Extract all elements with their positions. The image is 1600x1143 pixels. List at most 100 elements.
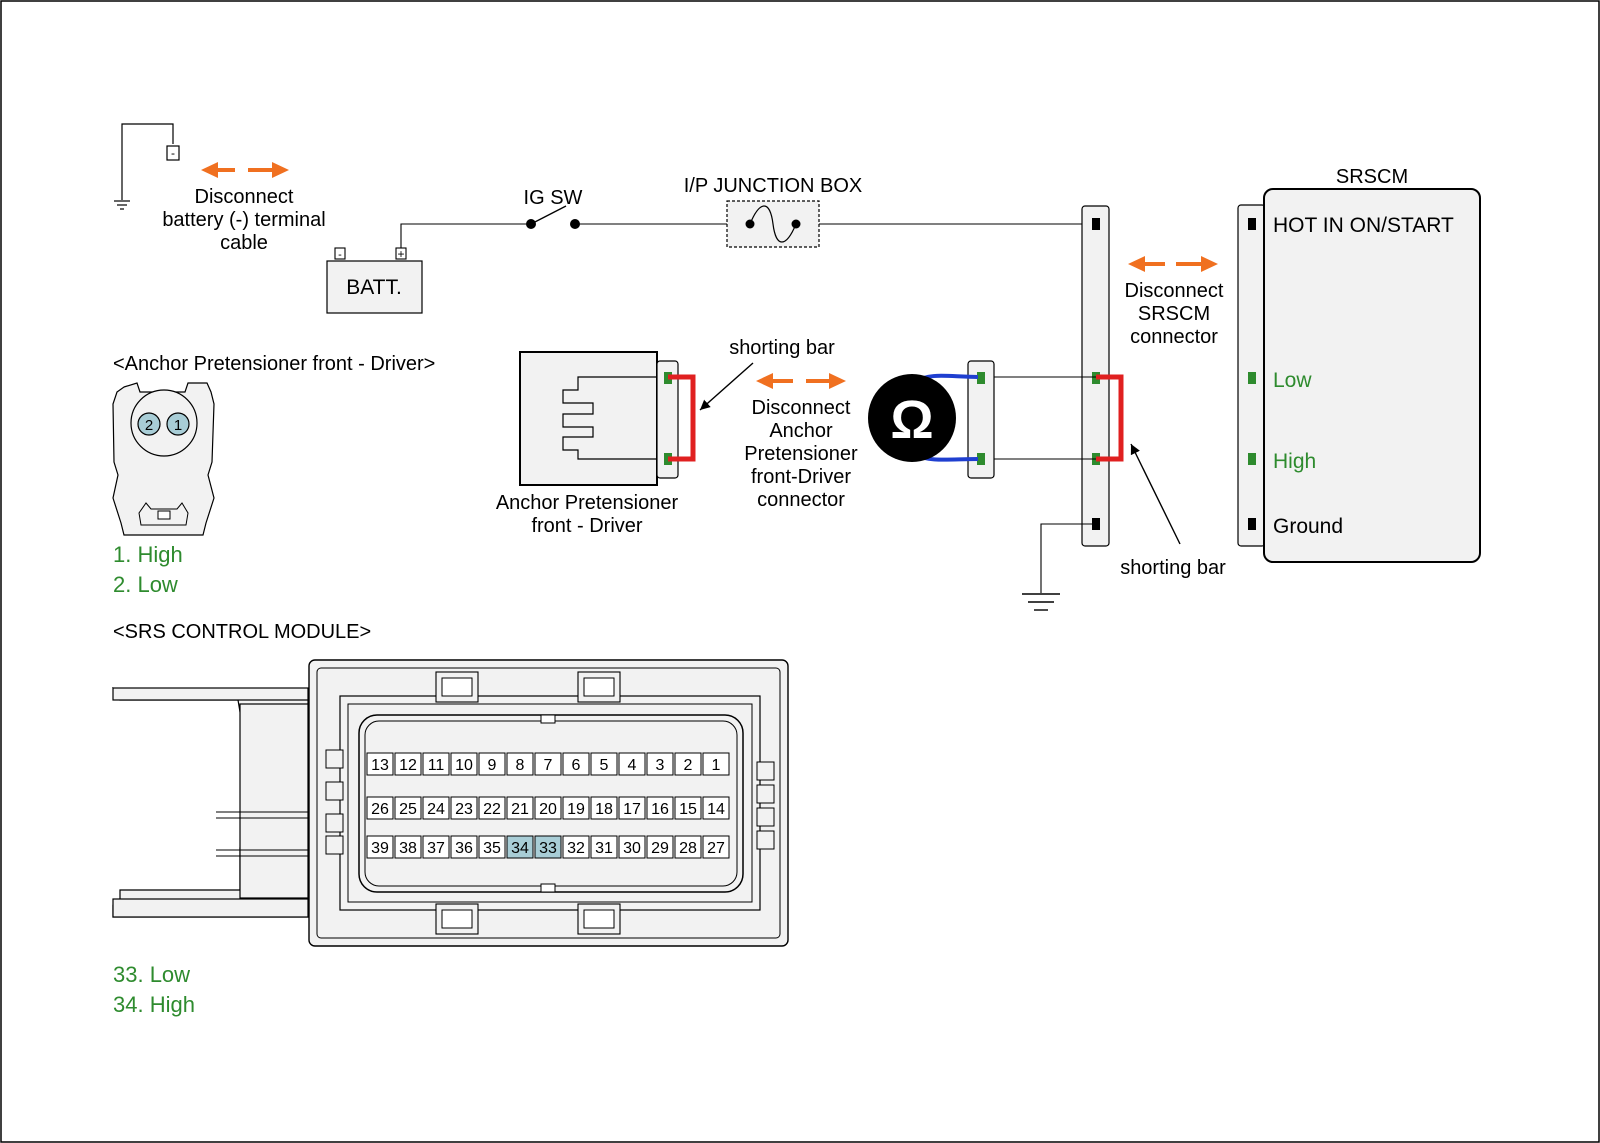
srs-pin-list-2: 34. High bbox=[113, 992, 195, 1017]
battery-neg-sign: - bbox=[338, 249, 342, 261]
srs-pin-number: 1 bbox=[712, 757, 721, 774]
pretensioner-pin-1-number: 1 bbox=[174, 417, 182, 434]
srs-pin-cell bbox=[422, 752, 450, 776]
disconnect-arrow-icon bbox=[201, 162, 289, 178]
pretensioner-device bbox=[519, 351, 679, 486]
srs-pin-number: 35 bbox=[483, 840, 501, 857]
wire-battery-to-switch bbox=[400, 223, 529, 248]
shorting-bar-label-harness: shorting bar bbox=[1120, 557, 1226, 579]
ground-icon bbox=[1022, 593, 1060, 611]
srs-pin-cell bbox=[422, 796, 450, 820]
junction-box-label: I/P JUNCTION BOX bbox=[684, 175, 863, 197]
srs-pin-cell bbox=[366, 835, 394, 859]
srscm-pin-high: High bbox=[1273, 450, 1316, 473]
srs-pin-cell bbox=[478, 752, 506, 776]
srs-pin-cell bbox=[478, 835, 506, 859]
pretensioner-disconnect-line-4: front-Driver bbox=[751, 466, 851, 488]
pretensioner-pin-list-1: 1. High bbox=[113, 542, 183, 567]
srs-pin-number: 3 bbox=[656, 757, 665, 774]
shorting-bar-pointer-harness bbox=[1130, 443, 1181, 545]
srs-pin-number: 13 bbox=[371, 757, 389, 774]
ignition-switch-label: IG SW bbox=[524, 187, 583, 209]
srs-pin-cell bbox=[702, 752, 730, 776]
srscm-disconnect-line-3: connector bbox=[1130, 326, 1218, 348]
srs-pin-number: 29 bbox=[651, 840, 669, 857]
pretensioner-disconnect-group: Disconnect Anchor Pretensioner front-Dri… bbox=[744, 373, 858, 511]
srscm-disconnect-line-1: Disconnect bbox=[1125, 280, 1224, 302]
srscm-pin-low: Low bbox=[1273, 369, 1312, 392]
pretensioner-disconnect-line-5: connector bbox=[757, 489, 845, 511]
disconnect-arrow-icon bbox=[1128, 256, 1218, 272]
srs-pin-cell bbox=[674, 752, 702, 776]
pretensioner-pin-list-2: 2. Low bbox=[113, 572, 178, 597]
srs-pin-number: 2 bbox=[684, 757, 693, 774]
srs-pin-number: 16 bbox=[651, 801, 669, 818]
srs-pin-cell bbox=[478, 796, 506, 820]
srs-pin-cell bbox=[562, 796, 590, 820]
srs-pin-cell bbox=[394, 835, 422, 859]
shorting-bar-harness bbox=[1096, 374, 1124, 462]
srscm-disconnect-group: Disconnect SRSCM connector bbox=[1125, 256, 1224, 348]
battery-pos-sign: + bbox=[397, 247, 404, 261]
battery-negative-symbol: - bbox=[171, 146, 175, 160]
srs-pin-cell bbox=[394, 752, 422, 776]
srscm-title: SRSCM bbox=[1336, 166, 1408, 188]
srs-pin-cell bbox=[590, 752, 618, 776]
srs-pin-cell bbox=[506, 752, 534, 776]
disconnect-arrow-icon bbox=[756, 373, 846, 389]
srs-pin-number: 14 bbox=[707, 801, 725, 818]
pretensioner-device-label-2: front - Driver bbox=[531, 515, 642, 537]
pretensioner-pin-2-number: 2 bbox=[145, 417, 153, 434]
battery-disconnect-line-1: Disconnect bbox=[195, 186, 294, 208]
battery-disconnect-line-3: cable bbox=[220, 232, 268, 254]
ohm-symbol: Ω bbox=[890, 390, 933, 450]
srs-pin-cell bbox=[534, 752, 562, 776]
ground-icon bbox=[114, 200, 130, 210]
srs-pin-number: 11 bbox=[428, 757, 445, 774]
srs-pin-number: 5 bbox=[600, 757, 609, 774]
srs-pin-cell bbox=[506, 835, 534, 859]
srs-pin-number: 36 bbox=[455, 840, 473, 857]
pretensioner-disconnect-line-2: Anchor bbox=[769, 420, 833, 442]
srs-pin-number: 17 bbox=[623, 801, 641, 818]
junction-box: I/P JUNCTION BOX bbox=[684, 175, 863, 248]
srs-pin-cell bbox=[618, 796, 646, 820]
srs-pin-number: 20 bbox=[539, 801, 557, 818]
shorting-bar-label-pretensioner: shorting bar bbox=[729, 337, 835, 359]
srs-pin-number: 31 bbox=[595, 840, 613, 857]
srs-pin-number: 24 bbox=[427, 801, 445, 818]
srs-pin-cell bbox=[450, 835, 478, 859]
srs-pin-cell bbox=[702, 796, 730, 820]
srs-pin-cell bbox=[534, 835, 562, 859]
pretensioner-disconnect-line-3: Pretensioner bbox=[744, 443, 858, 465]
srs-pin-number: 7 bbox=[544, 757, 553, 774]
srs-pin-number: 33 bbox=[539, 840, 557, 857]
srs-pin-number: 21 bbox=[511, 801, 529, 818]
srs-pin-number: 18 bbox=[595, 801, 613, 818]
srs-pin-cell bbox=[646, 796, 674, 820]
srs-pin-cell bbox=[562, 835, 590, 859]
srs-pin-cell bbox=[590, 796, 618, 820]
srs-pin-cell bbox=[646, 752, 674, 776]
srs-pin-number: 8 bbox=[516, 757, 525, 774]
shorting-bar-pointer-pretensioner bbox=[699, 362, 754, 411]
srs-module-section-title: <SRS CONTROL MODULE> bbox=[113, 621, 371, 643]
battery-label: BATT. bbox=[346, 276, 402, 299]
srs-pin-number: 15 bbox=[679, 801, 697, 818]
srscm-pin-hot: HOT IN ON/START bbox=[1273, 214, 1454, 237]
pretensioner-connector-face: 2 1 bbox=[112, 382, 215, 536]
srs-pin-cell bbox=[562, 752, 590, 776]
srs-pin-cell bbox=[506, 796, 534, 820]
srs-pin-number: 10 bbox=[455, 757, 473, 774]
srs-pin-number: 4 bbox=[628, 757, 637, 774]
srs-pin-cell bbox=[674, 796, 702, 820]
srscm-disconnect-line-2: SRSCM bbox=[1138, 303, 1210, 325]
battery-disconnect-group: - Disconnect battery (-) terminal cable bbox=[114, 123, 326, 254]
wire-ground bbox=[1040, 523, 1092, 593]
srs-pin-number: 22 bbox=[483, 801, 501, 818]
fuse-icon bbox=[749, 205, 797, 243]
battery-disconnect-line-2: battery (-) terminal bbox=[162, 209, 325, 231]
srs-pin-number: 38 bbox=[399, 840, 417, 857]
